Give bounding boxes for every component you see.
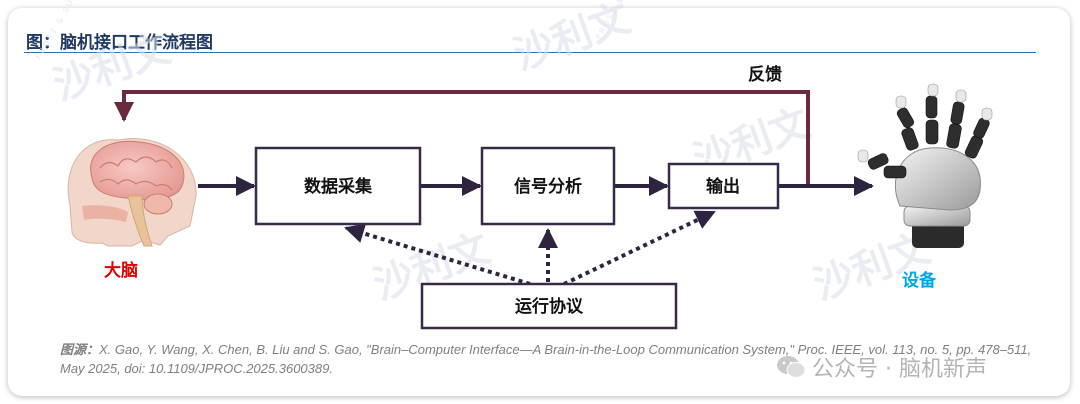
node-analyze-box [480, 146, 616, 226]
feedback-label: 反馈 [748, 64, 782, 85]
node-collect-box [254, 146, 422, 226]
node-protocol-box [420, 282, 678, 330]
figure-title: 图：脑机接口工作流程图 [26, 33, 213, 53]
node-output-box [667, 162, 780, 210]
protocol-arrow-to-output [563, 210, 716, 286]
source-text: X. Gao, Y. Wang, X. Chen, B. Liu and S. … [60, 342, 1032, 376]
node-analyze-label: 信号分析 [514, 176, 582, 197]
robotic-hand-illustration [857, 83, 993, 248]
wechat-watermark: 公众号 · 脑机新声 [776, 351, 987, 383]
brain-label: 大脑 [104, 260, 138, 281]
title-divider [24, 52, 1036, 53]
source-citation: 图源：X. Gao, Y. Wang, X. Chen, B. Liu and … [60, 340, 1040, 378]
feedback-arrow [114, 90, 810, 186]
node-collect-label: 数据采集 [304, 176, 373, 197]
brain-head-illustration [67, 138, 197, 247]
wechat-icon [777, 356, 806, 378]
node-protocol-label: 运行协议 [515, 296, 584, 317]
wechat-account-name: 公众号 · 脑机新声 [812, 357, 987, 382]
protocol-arrow-to-collect [344, 223, 531, 286]
source-label: 图源： [60, 342, 100, 357]
device-label: 设备 [902, 270, 937, 291]
node-output-label: 输出 [706, 176, 740, 197]
watermark-brand-text: 沙利文 [48, 25, 176, 109]
